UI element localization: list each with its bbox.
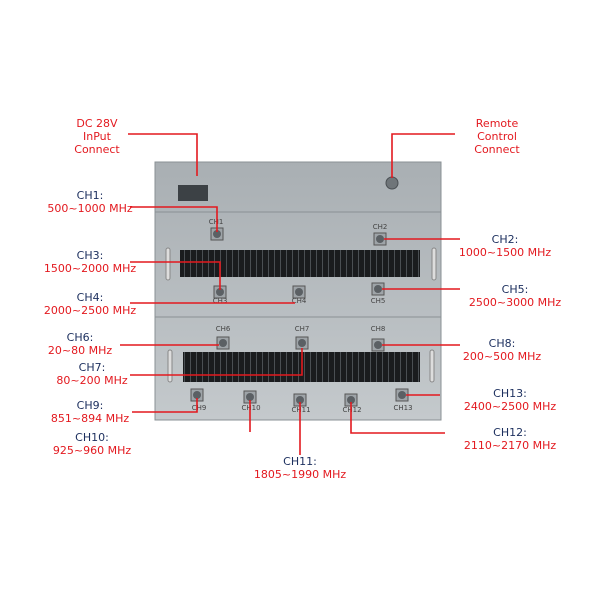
port-ch1: CH1	[209, 218, 224, 241]
channel-callout: CH11:1805~1990 MHz	[254, 455, 346, 481]
port-ch7: CH7	[295, 325, 310, 350]
handle	[429, 349, 435, 383]
channel-name: CH3:	[76, 249, 104, 262]
port-label: CH2	[373, 223, 388, 231]
port-label: CH13	[393, 404, 412, 412]
port-label: CH10	[241, 404, 260, 412]
port-label: CH11	[291, 406, 310, 414]
port-label: CH9	[192, 404, 207, 412]
channel-name: CH2:	[491, 233, 519, 246]
channel-frequency: 1805~1990 MHz	[253, 468, 347, 481]
port-label: CH4	[292, 297, 307, 305]
channel-callout: CH7:80~200 MHz	[56, 361, 127, 387]
dc-input-callout: DC 28V InPut Connect	[74, 117, 120, 156]
remote-connector	[385, 176, 399, 190]
channel-callout: CH8:200~500 MHz	[463, 337, 541, 363]
handle	[167, 349, 173, 383]
channel-name: CH13:	[493, 387, 527, 400]
channel-frequency: 1000~1500 MHz	[458, 246, 552, 259]
port-ch13: CH13	[393, 388, 413, 412]
channel-frequency: 2500~3000 MHz	[468, 296, 562, 309]
channel-name: CH8:	[488, 337, 516, 350]
channel-name: CH12:	[493, 426, 527, 439]
port-ch12: CH12	[342, 393, 362, 414]
port-label: CH1	[209, 218, 224, 226]
channel-name: CH1:	[76, 189, 104, 202]
channel-frequency: 851~894 MHz	[50, 412, 130, 425]
port-label: CH12	[342, 406, 361, 414]
port-label: CH6	[216, 325, 231, 333]
channel-callout: CH5:2500~3000 MHz	[469, 283, 561, 309]
port-ch6: CH6	[216, 325, 231, 350]
port-ch3: CH3	[213, 285, 228, 305]
channel-callout: CH4:2000~2500 MHz	[44, 291, 136, 317]
channel-frequency: 80~200 MHz	[56, 374, 128, 387]
channel-frequency: 2110~2170 MHz	[463, 439, 557, 452]
handle	[165, 247, 171, 281]
channel-name: CH7:	[78, 361, 106, 374]
upper-heatsink	[180, 250, 420, 277]
channel-callout: CH9:851~894 MHz	[51, 399, 129, 425]
channel-callout: CH3:1500~2000 MHz	[44, 249, 136, 275]
remote-control-callout: Remote Control Connect	[474, 117, 520, 156]
channel-callout: CH1:500~1000 MHz	[47, 189, 132, 215]
port-ch4: CH4	[292, 285, 307, 305]
port-label: CH5	[371, 297, 386, 305]
channel-frequency: 925~960 MHz	[52, 444, 132, 457]
port-label: CH7	[295, 325, 310, 333]
channel-frequency: 500~1000 MHz	[47, 202, 133, 215]
port-ch9: CH9	[190, 388, 207, 412]
channel-callout: CH10:925~960 MHz	[53, 431, 131, 457]
channel-name: CH10:	[75, 431, 109, 444]
port-ch11: CH11	[291, 393, 311, 414]
handle	[431, 247, 437, 281]
channel-frequency: 2400~2500 MHz	[463, 400, 557, 413]
port-ch5: CH5	[371, 282, 386, 305]
port-label: CH3	[213, 297, 228, 305]
channel-frequency: 200~500 MHz	[462, 350, 542, 363]
channel-callout: CH6:20~80 MHz	[48, 331, 112, 357]
dc-input-connector	[178, 185, 208, 201]
channel-frequency: 1500~2000 MHz	[43, 262, 137, 275]
channel-frequency: 20~80 MHz	[47, 344, 113, 357]
channel-name: CH9:	[76, 399, 104, 412]
port-ch2: CH2	[373, 223, 388, 246]
channel-callout: CH2:1000~1500 MHz	[459, 233, 551, 259]
channel-name: CH5:	[501, 283, 529, 296]
channel-callout: CH13:2400~2500 MHz	[464, 387, 556, 413]
channel-name: CH4:	[76, 291, 104, 304]
port-label: CH8	[371, 325, 386, 333]
channel-name: CH6:	[66, 331, 94, 344]
channel-frequency: 2000~2500 MHz	[43, 304, 137, 317]
channel-callout: CH12:2110~2170 MHz	[464, 426, 556, 452]
channel-name: CH11:	[283, 455, 317, 468]
